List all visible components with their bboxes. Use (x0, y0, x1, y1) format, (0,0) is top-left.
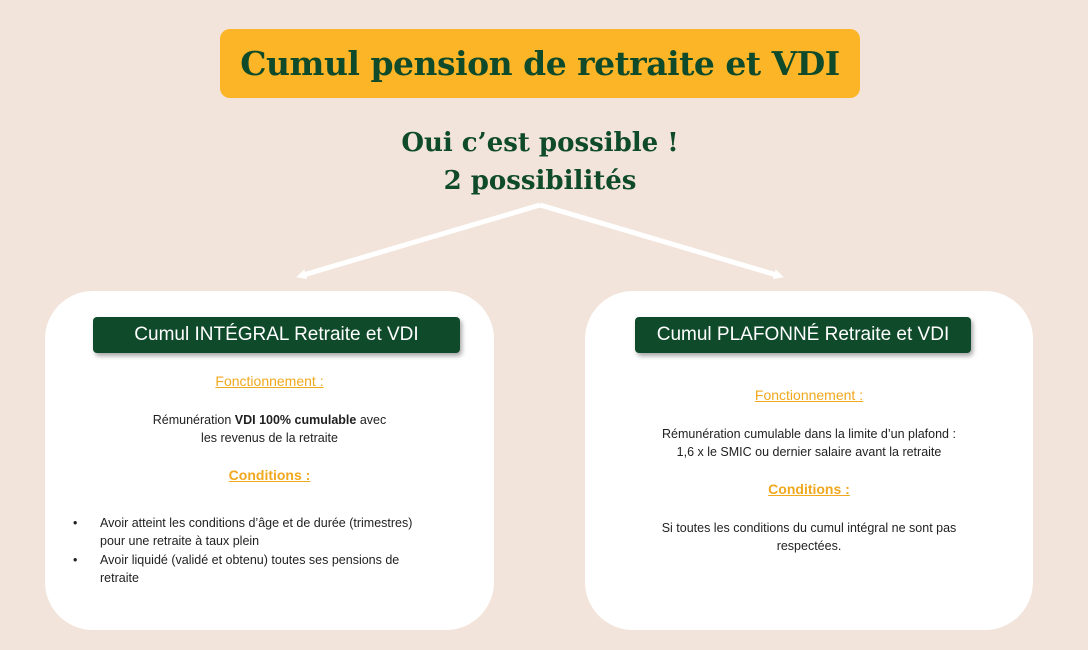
fonctionnement-text-plafonne: Rémunération cumulable dans la limite d’… (585, 425, 1033, 461)
list-item: • Avoir atteint les conditions d’âge et … (73, 514, 473, 550)
arrow-right (539, 202, 784, 280)
conditions-line-2: respectées. (776, 539, 842, 553)
title-banner: Cumul pension de retraite et VDI (220, 29, 860, 98)
bullet-2-line-1: Avoir liquidé (validé et obtenu) toutes … (100, 553, 400, 567)
fonctionnement-pre: Rémunération (152, 413, 235, 427)
fonctionnement-line-2: 1,6 x le SMIC ou dernier salaire avant l… (676, 445, 942, 459)
bullet-dot: • (73, 516, 78, 530)
conditions-label-plafonne: Conditions : (768, 481, 850, 497)
fonctionnement-line-1: Rémunération cumulable dans la limite d’… (662, 427, 956, 441)
fonctionnement-post: avec (356, 413, 387, 427)
fonctionnement-text-integral: Rémunération VDI 100% cumulable avec les… (45, 411, 494, 447)
conditions-label-integral: Conditions : (228, 467, 311, 483)
bullet-1-line-2: pour une retraite à taux plein (100, 534, 260, 548)
bullet-dot: • (73, 553, 78, 567)
card-cumul-plafonne: Cumul PLAFONNÉ Retraite et VDI Fonctionn… (585, 291, 1033, 630)
fonctionnement-label-integral: Fonctionnement : (215, 373, 324, 389)
conditions-text-plafonne: Si toutes les conditions du cumul intégr… (585, 519, 1033, 555)
fonctionnement-bold: VDI 100% cumulable (234, 413, 357, 427)
card-header-plafonne: Cumul PLAFONNÉ Retraite et VDI (635, 317, 971, 353)
bullet-2-line-2: retraite (100, 571, 139, 585)
list-item: • Avoir liquidé (validé et obtenu) toute… (73, 551, 473, 587)
fonctionnement-line-1: Rémunération VDI 100% cumulable avec (45, 411, 494, 429)
card-header-integral: Cumul INTÉGRAL Retraite et VDI (93, 317, 460, 353)
bullet-1-line-1: Avoir atteint les conditions d’âge et de… (100, 516, 413, 530)
fonctionnement-label-plafonne: Fonctionnement : (754, 387, 864, 403)
page-title: Cumul pension de retraite et VDI (240, 44, 840, 83)
subtitle: Oui c’est possible ! 2 possibilités (340, 124, 740, 200)
arrow-left (296, 202, 541, 280)
fonctionnement-line-2: les revenus de la retraite (201, 431, 338, 445)
card-cumul-integral: Cumul INTÉGRAL Retraite et VDI Fonctionn… (45, 291, 494, 630)
conditions-line-1: Si toutes les conditions du cumul intégr… (661, 521, 957, 535)
subtitle-line-1: Oui c’est possible ! (401, 128, 679, 158)
conditions-list-integral: • Avoir atteint les conditions d’âge et … (73, 514, 473, 588)
subtitle-line-2: 2 possibilités (443, 166, 637, 196)
